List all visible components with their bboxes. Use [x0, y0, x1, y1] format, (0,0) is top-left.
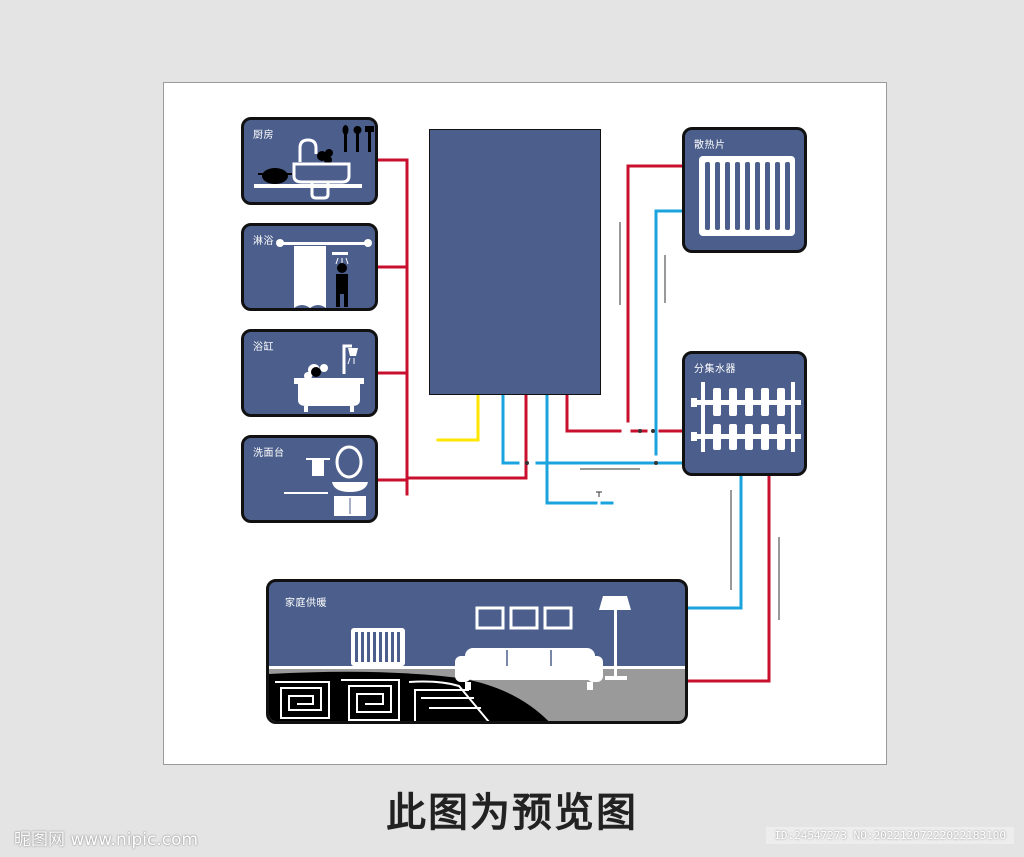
room-label-shower: 淋浴 [253, 236, 274, 247]
shower-icon [276, 239, 372, 308]
room-radiator: 散热片 [682, 127, 807, 253]
bathtub-icon [294, 344, 364, 412]
watermark-site: 昵图网 www.nipic.com [14, 830, 199, 850]
wall-radiator-icon [351, 628, 405, 666]
room-label-home-heating: 家庭供暖 [285, 598, 327, 609]
hot-water-pipe-fixtures [375, 158, 528, 496]
gas-pipe [436, 381, 480, 442]
room-label-bathtub: 浴缸 [253, 342, 274, 353]
room-home-heating: 家庭供暖 [266, 579, 688, 724]
washbasin-icon [284, 445, 368, 516]
radiator-icon [699, 156, 795, 236]
hot-water-pipe-heating [686, 474, 771, 683]
room-label-radiator: 散热片 [694, 140, 726, 151]
picture-frames-icon [475, 606, 573, 630]
room-washbasin: 洗面台 [241, 435, 378, 523]
room-kitchen: 厨房 [241, 117, 378, 205]
cold-water-pipe-heating [686, 474, 743, 610]
preview-caption: 此图为预览图 [386, 790, 638, 836]
manifold-icon [691, 382, 801, 452]
boiler-unit [429, 129, 601, 395]
kitchen-sink-icon [254, 125, 374, 200]
room-manifold: 分集水器 [682, 351, 807, 476]
floor-lamp-icon [599, 596, 631, 680]
cold-water-pipe-radiator [654, 209, 684, 456]
sofa-icon [455, 648, 603, 690]
room-bathtub: 浴缸 [241, 329, 378, 417]
room-label-manifold: 分集水器 [694, 364, 736, 375]
cold-water-pipe-inlet [545, 381, 614, 505]
room-label-washbasin: 洗面台 [253, 448, 285, 459]
living-room-scene [269, 596, 685, 721]
hot-water-pipe-radiator [626, 164, 684, 423]
watermark-id: ID:24547273 NO:20221207222022183100 [766, 827, 1014, 844]
room-label-kitchen: 厨房 [253, 130, 274, 141]
room-shower: 淋浴 [241, 223, 378, 311]
